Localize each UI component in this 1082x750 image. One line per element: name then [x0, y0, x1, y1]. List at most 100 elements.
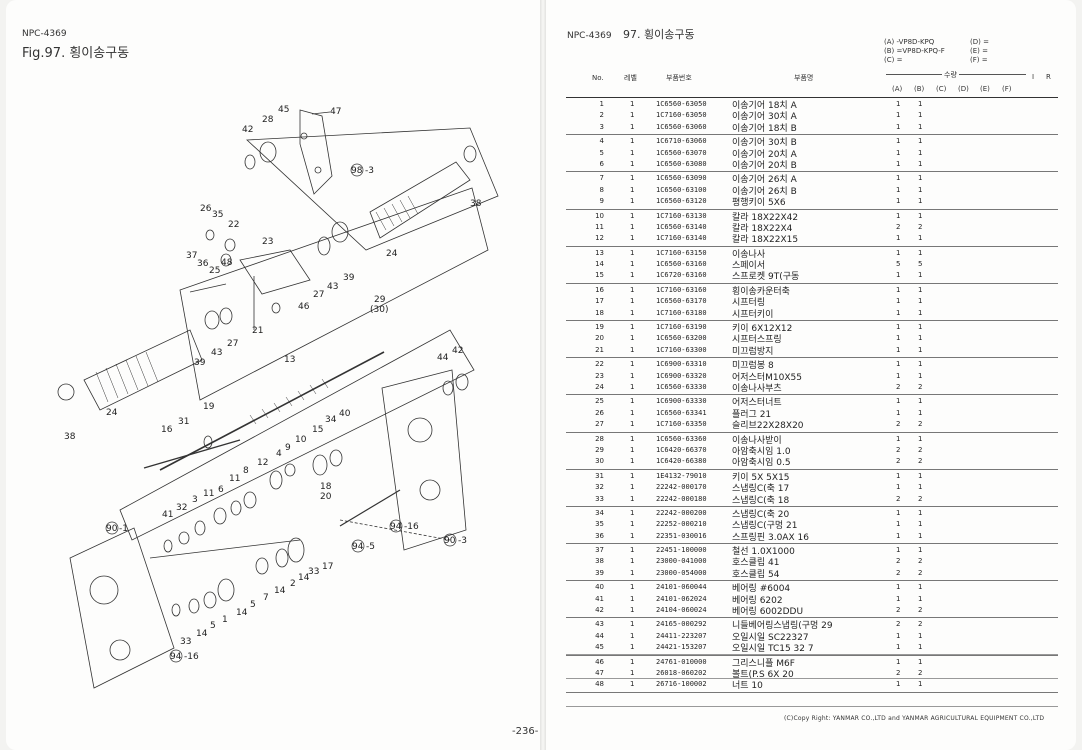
row-qty-a: 1 [896, 234, 901, 243]
row-part-name: 키이 6X12X12 [732, 324, 793, 335]
row-qty-a: 1 [896, 594, 901, 603]
row-part-number: 1C6560-63090 [656, 174, 707, 183]
row-no: 17 [595, 297, 604, 306]
callout-14c: 14 [236, 608, 248, 618]
row-no: 44 [595, 631, 604, 640]
row-no: 8 [599, 185, 604, 194]
row-part-name: 키이 5X 5X15 [732, 472, 790, 483]
callout-14d: 14 [196, 629, 208, 639]
row-level: 1 [630, 457, 635, 466]
row-level: 1 [630, 620, 635, 629]
callout-7: 7 [263, 593, 269, 603]
row-level: 1 [630, 471, 635, 480]
row-level: 1 [630, 260, 635, 269]
frame-outline-mid [179, 187, 489, 401]
row-qty-a: 1 [896, 434, 901, 443]
row-part-number: 1C6560-63200 [656, 334, 707, 343]
row-level: 1 [630, 494, 635, 503]
row-no: 29 [595, 445, 604, 454]
row-qty-a: 1 [896, 583, 901, 592]
callout-38b: 38 [64, 432, 76, 442]
row-part-number: 1C7160-63140 [656, 234, 707, 243]
header-rule [566, 97, 1058, 98]
row-part-number: 24104-060024 [656, 606, 707, 615]
row-part-number: 1C6710-63060 [656, 137, 707, 146]
row-part-name: 플러그 21 [732, 409, 772, 420]
row-part-name: 슬리브22X28X20 [732, 421, 804, 432]
callout-39: 39 [343, 273, 355, 283]
row-qty-a: 1 [896, 371, 901, 380]
row-part-number: 22242-000180 [656, 494, 707, 503]
model-legend: (A) -VP8D-KPQ (D) = (B) =VP8D-KPQ-F (E) … [884, 38, 1010, 64]
row-level: 1 [630, 248, 635, 257]
cap-part [259, 141, 277, 163]
row-part-name: 이송나사받이 [732, 435, 782, 446]
bracket-part [299, 109, 333, 195]
row-qty-a: 1 [896, 297, 901, 306]
row-qty-a: 1 [896, 345, 901, 354]
row-level: 1 [630, 334, 635, 343]
row-part-name: 칼라 18X22X4 [732, 223, 793, 234]
row-level: 1 [630, 111, 635, 120]
row-part-number: 26018-060202 [656, 668, 707, 677]
callout-14: 14 [298, 573, 310, 583]
row-qty-a: 2 [896, 445, 901, 454]
row-qty-a: 1 [896, 111, 901, 120]
row-qty-b: 2 [918, 222, 923, 231]
row-qty-a: 1 [896, 657, 901, 666]
row-no: 14 [595, 260, 604, 269]
row-part-name: 칼라 18X22X42 [732, 212, 799, 223]
row-no: 25 [595, 397, 604, 406]
row-qty-b: 1 [918, 271, 923, 280]
callout-8: 8 [243, 466, 249, 476]
row-qty-b: 1 [918, 100, 923, 108]
row-qty-a: 2 [896, 494, 901, 503]
row-level: 1 [630, 546, 635, 555]
row-level: 1 [630, 234, 635, 243]
callout-37: 37 [186, 251, 197, 261]
callout-33: 33 [308, 567, 319, 577]
row-qty-b: 2 [918, 620, 923, 629]
row-no: 5 [599, 148, 604, 157]
callout-28: 28 [262, 115, 274, 125]
row-level: 1 [630, 122, 635, 131]
row-level: 1 [630, 382, 635, 391]
header-no: No. [592, 74, 604, 82]
row-part-number: 24101-062024 [656, 594, 707, 603]
row-no: 2 [599, 111, 604, 120]
row-part-name: 이송기어 26치 A [732, 175, 797, 186]
callout-2: 2 [290, 579, 296, 589]
row-part-name: 아암축시임 0.5 [732, 458, 791, 469]
row-part-number: 1C6900-63310 [656, 360, 707, 369]
row-part-number: 22451-100000 [656, 546, 707, 555]
row-no: 32 [595, 483, 604, 492]
row-level: 1 [630, 557, 635, 566]
row-qty-b: 2 [918, 668, 923, 677]
row-no: 40 [595, 583, 604, 592]
row-qty-a: 2 [896, 457, 901, 466]
callout-94-16: 94 [390, 522, 402, 532]
row-qty-a: 1 [896, 397, 901, 406]
row-qty-a: 2 [896, 568, 901, 577]
row-qty-b: 2 [918, 445, 923, 454]
row-part-number: 1C6720-63160 [656, 271, 707, 280]
row-part-number: 22351-030016 [656, 531, 707, 540]
row-qty-b: 1 [918, 631, 923, 640]
row-qty-b: 1 [918, 248, 923, 257]
row-level: 1 [630, 185, 635, 194]
frame-outline-screw [119, 329, 475, 541]
